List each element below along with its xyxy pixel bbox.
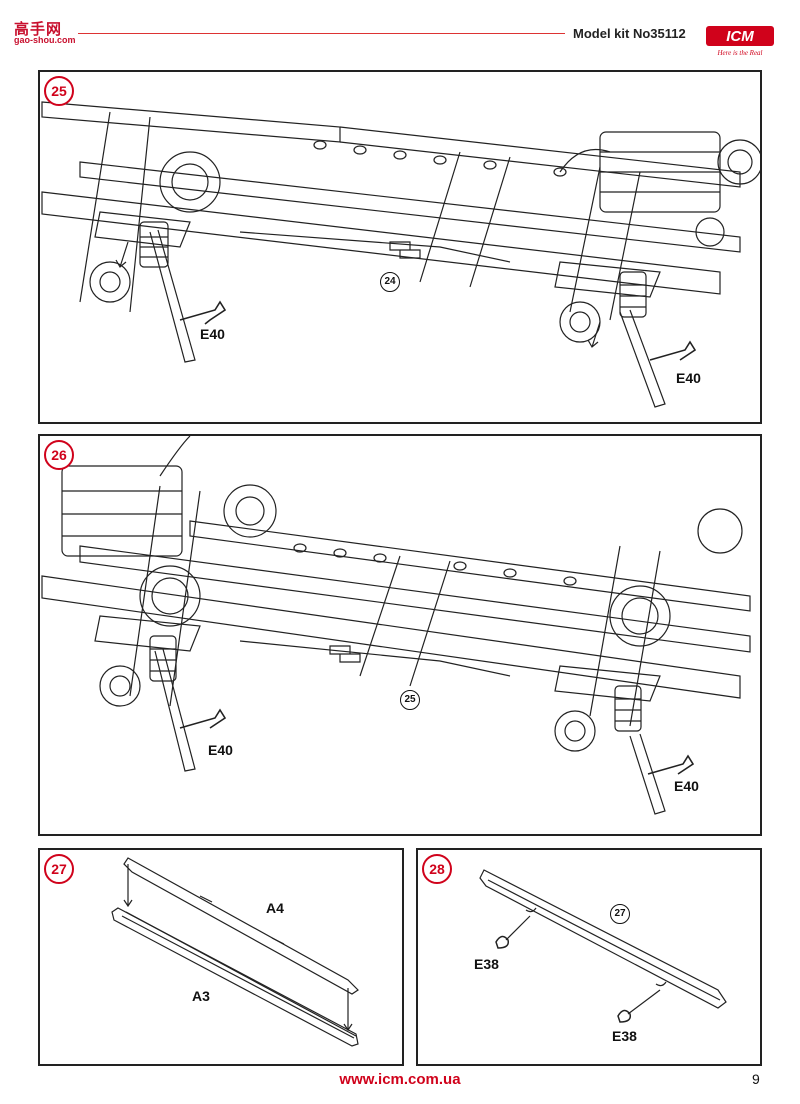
icm-logo-text: ICM	[726, 28, 754, 45]
footer-website-url[interactable]: www.icm.com.ua	[339, 1071, 461, 1088]
part-label-e40: E40	[208, 742, 233, 758]
part-label-e38: E38	[612, 1028, 637, 1044]
part-label-e40: E40	[676, 370, 701, 386]
step-26-panel: 26 25 E40 E40	[38, 434, 762, 836]
part-label-e38: E38	[474, 956, 499, 972]
page-number: 9	[752, 1071, 760, 1087]
step-25-panel: 25 24 E40 E40	[38, 70, 762, 424]
chassis-illustration-26	[41, 436, 751, 815]
watermark-logo: 高手网 gao-shou.com	[6, 6, 76, 45]
step-27-panel: 27 A4 A3	[38, 848, 404, 1066]
step-number-27: 27	[44, 854, 74, 884]
part-label-a4: A4	[266, 900, 284, 916]
model-kit-title: Model kit No35112	[573, 26, 686, 41]
ref-step-25: 25	[400, 690, 420, 710]
wing-halves-illustration	[111, 857, 359, 1047]
step-number-28: 28	[422, 854, 452, 884]
part-label-e40: E40	[200, 326, 225, 342]
chassis-illustration-25	[41, 101, 760, 408]
watermark-url: gao-shou.com	[14, 35, 76, 45]
header-rule	[78, 33, 565, 34]
part-label-a3: A3	[192, 988, 210, 1004]
watermark-text: 高手网	[14, 21, 63, 38]
step-28-panel: 28 27 E38 E38	[416, 848, 762, 1066]
ref-step-27: 27	[610, 904, 630, 924]
part-label-e40: E40	[674, 778, 699, 794]
icm-logo: ICM Here is the Real	[706, 26, 774, 57]
wing-assembly-illustration	[479, 869, 727, 1023]
step-number-25: 25	[44, 76, 74, 106]
ref-step-24: 24	[380, 272, 400, 292]
icm-logo-tagline: Here is the Real	[716, 49, 762, 57]
step-number-26: 26	[44, 440, 74, 470]
